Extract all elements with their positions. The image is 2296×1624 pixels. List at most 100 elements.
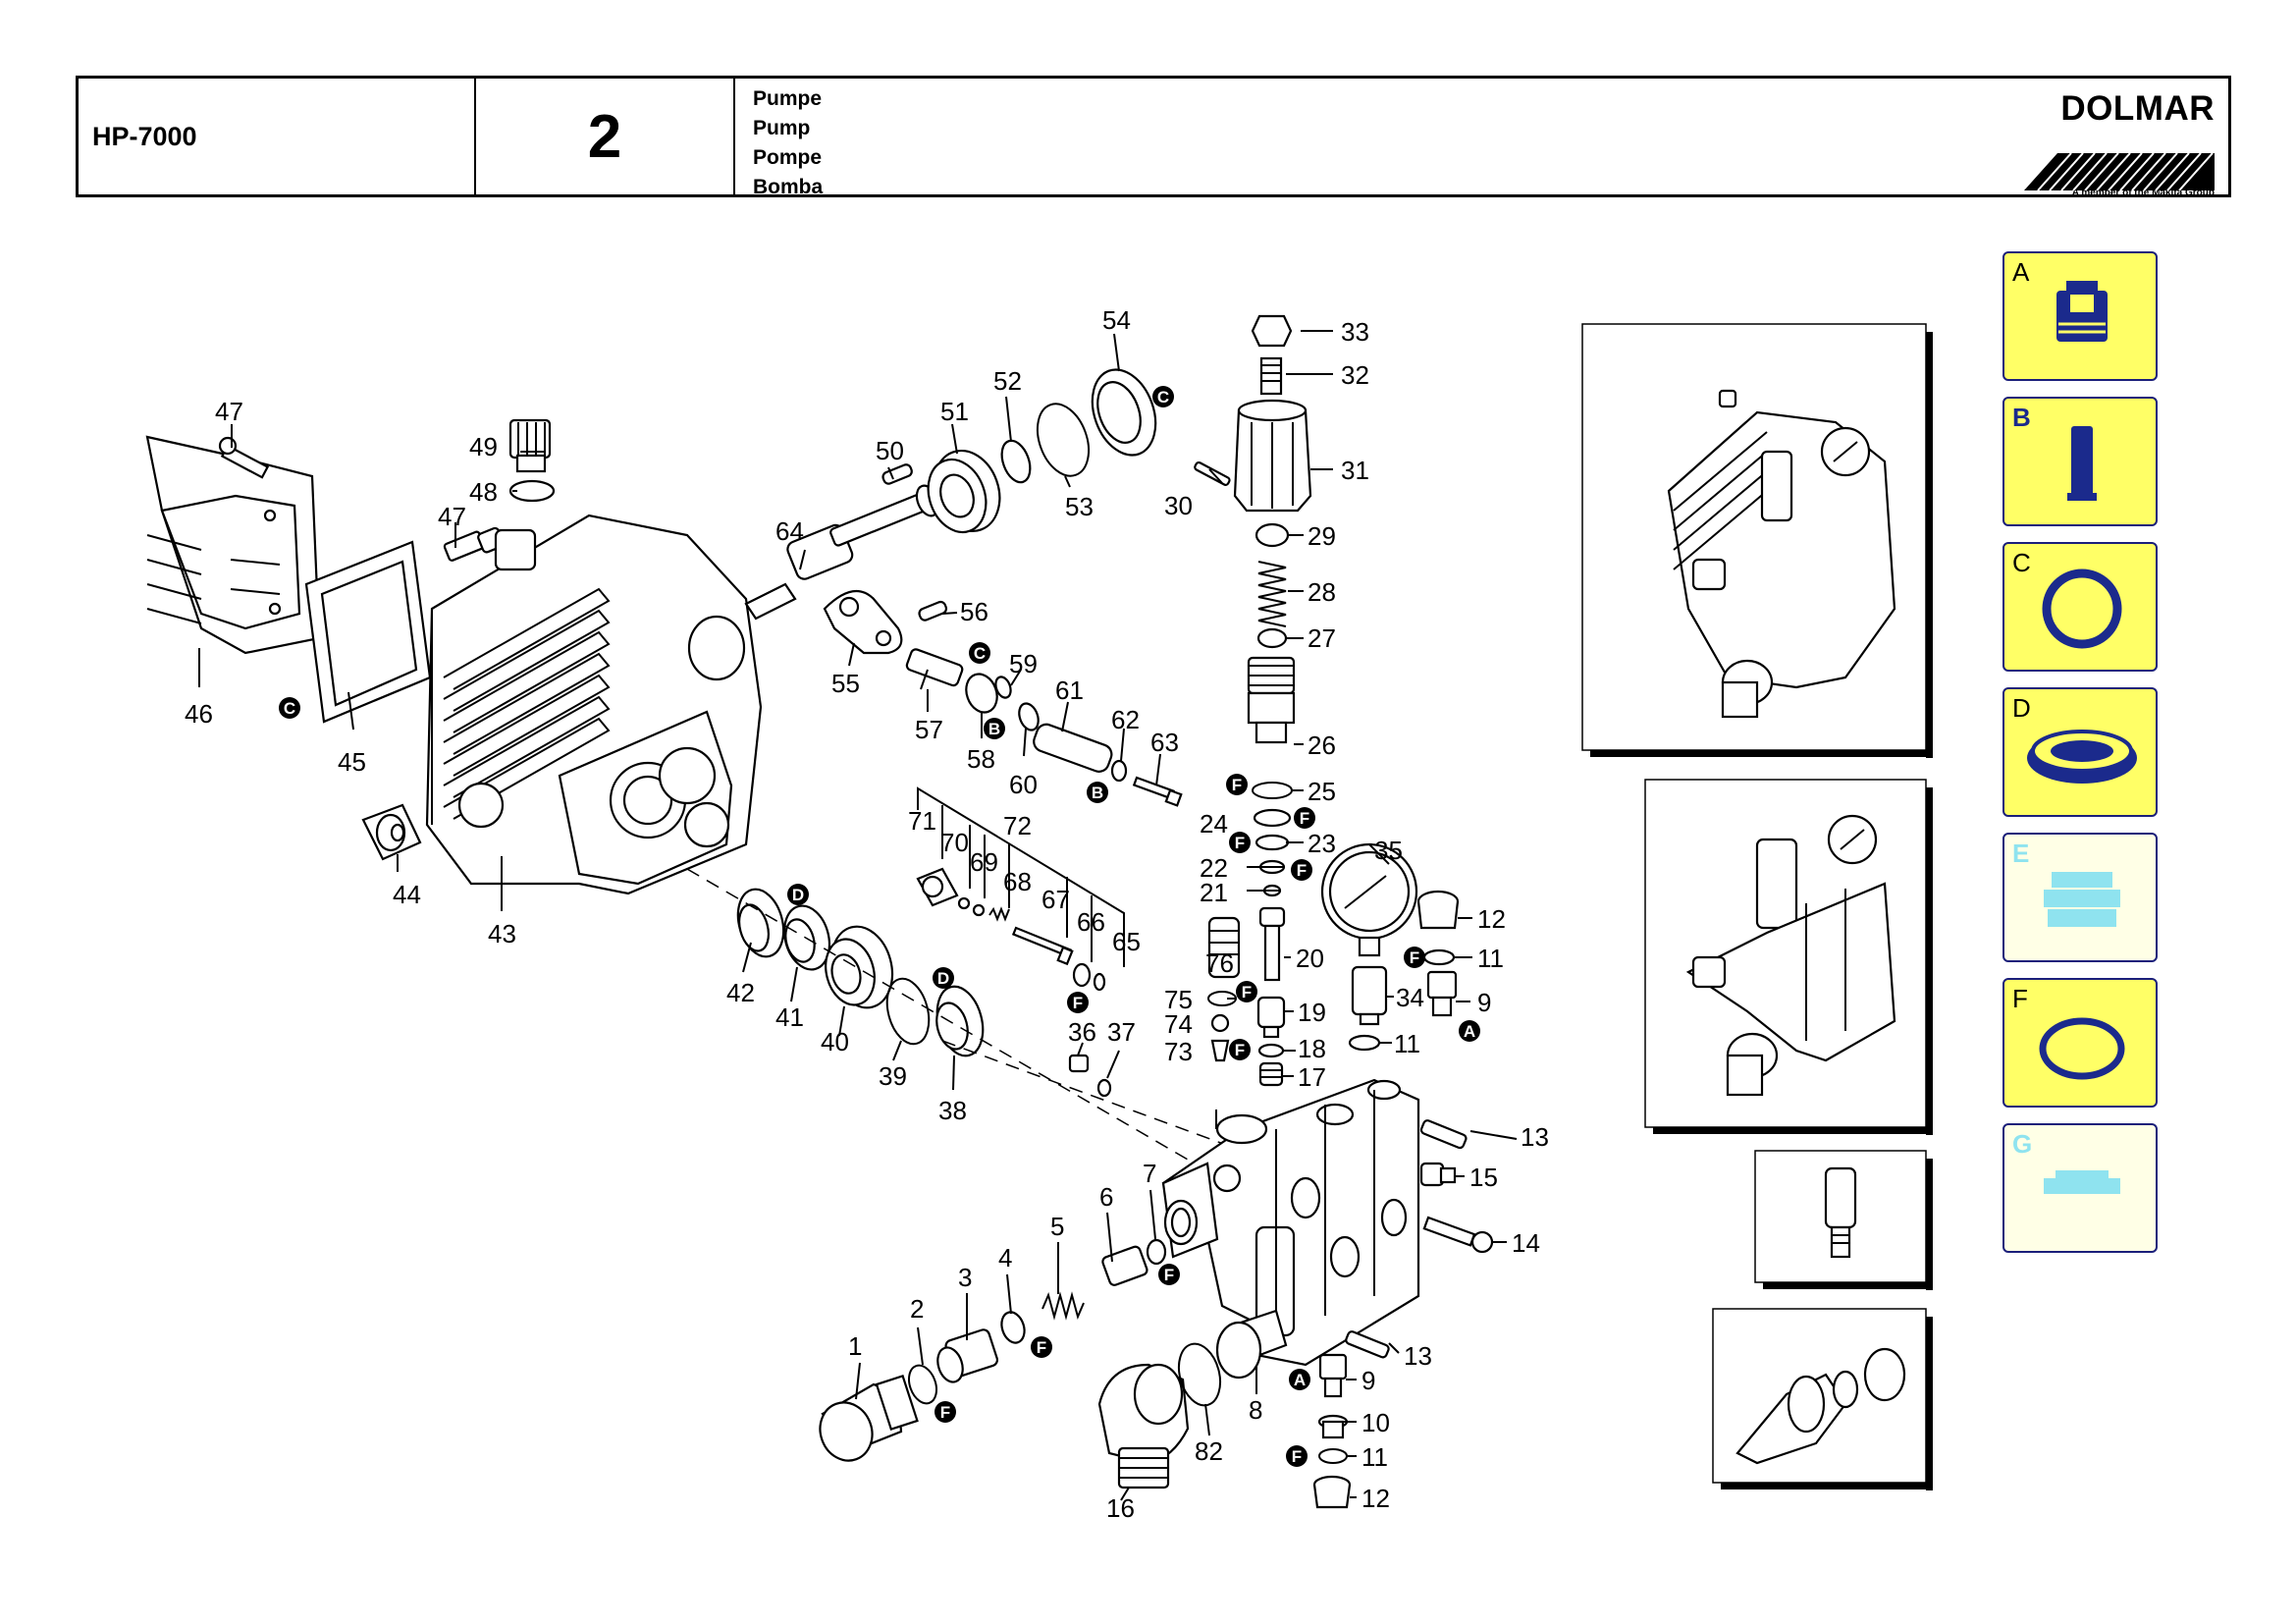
- badge-f-icon: F: [934, 1401, 956, 1423]
- badge-d-icon: D: [787, 884, 809, 905]
- kit-letter-b: B: [2012, 403, 2031, 432]
- label-48: 48: [469, 477, 498, 507]
- label-11a: 11: [1477, 944, 1504, 973]
- svg-text:F: F: [1073, 994, 1083, 1012]
- label-3: 3: [958, 1263, 972, 1292]
- ring-70: [957, 896, 971, 910]
- label-76: 76: [1205, 948, 1234, 978]
- label-73: 73: [1164, 1037, 1193, 1066]
- badge-f-icon: F: [1291, 859, 1312, 881]
- valve-19: [1256, 996, 1286, 1039]
- kit-letter-f: F: [2012, 984, 2028, 1013]
- circlip-53: [1036, 403, 1091, 477]
- label-11c: 11: [1362, 1442, 1388, 1472]
- label-63: 63: [1150, 728, 1179, 757]
- o-ring-4: [1000, 1311, 1026, 1344]
- badge-c-icon: C: [279, 697, 300, 719]
- label-32: 32: [1341, 360, 1369, 390]
- svg-text:F: F: [1300, 809, 1309, 828]
- o-ring-7: [1146, 1238, 1167, 1266]
- label-18: 18: [1298, 1034, 1326, 1063]
- label-74: 74: [1164, 1009, 1193, 1039]
- bracket-13b: [1345, 1330, 1390, 1359]
- plug-15: [1419, 1162, 1457, 1187]
- kit-letter-d: D: [2012, 693, 2031, 723]
- valve-kit-icon: [2056, 281, 2108, 342]
- label-57: 57: [915, 715, 943, 744]
- ring-59: [994, 676, 1012, 699]
- gasket-kit-icon: [2044, 1170, 2120, 1194]
- svg-text:B: B: [1092, 784, 1103, 802]
- ball-74: [1210, 1013, 1230, 1033]
- label-8: 8: [1249, 1395, 1262, 1425]
- title-fr: Pompe: [753, 146, 823, 169]
- plunger-guide-57: [905, 648, 964, 690]
- label-20: 20: [1296, 944, 1324, 973]
- label-47a: 47: [215, 397, 243, 426]
- seat-10: [1317, 1414, 1349, 1439]
- label-68: 68: [1003, 867, 1032, 896]
- inset-80-81: [1712, 1308, 1933, 1490]
- label-52: 52: [993, 366, 1022, 396]
- kit-legend-a: A: [2002, 251, 2158, 381]
- label-46: 46: [185, 699, 213, 729]
- label-62: 62: [1111, 705, 1140, 734]
- svg-text:F: F: [1235, 1041, 1245, 1059]
- label-27: 27: [1308, 623, 1336, 653]
- label-11b: 11: [1394, 1029, 1420, 1058]
- plug-36: [1068, 1054, 1090, 1073]
- kit-badges: C C C B B D D F F F F F F F F F F F F A …: [279, 386, 1480, 1467]
- title-block: HP-7000 2 Pumpe Pump Pompe Bomba DOLMAR: [76, 76, 2231, 198]
- kit-letter-c: C: [2012, 548, 2031, 577]
- svg-text:A: A: [1464, 1022, 1475, 1041]
- oil-seal-54: [1091, 368, 1157, 457]
- label-10: 10: [1362, 1408, 1390, 1437]
- badge-f-icon: F: [1294, 807, 1315, 829]
- valve-body-26: [1247, 656, 1296, 744]
- svg-text:F: F: [1232, 776, 1242, 794]
- axis-line-2: [941, 1040, 1238, 1150]
- label-2: 2: [910, 1294, 924, 1324]
- connecting-rod-55: [823, 589, 903, 655]
- label-66: 66: [1077, 907, 1105, 937]
- label-34: 34: [1396, 983, 1424, 1012]
- badge-f-icon: F: [1404, 947, 1425, 968]
- ring-65: [1093, 972, 1106, 992]
- kit-letter-e: E: [2012, 839, 2030, 868]
- seal-kit-icon: [2027, 730, 2137, 784]
- svg-text:F: F: [1410, 948, 1419, 967]
- knob-31: [1233, 399, 1312, 513]
- label-39: 39: [879, 1061, 907, 1091]
- label-25: 25: [1308, 777, 1336, 806]
- valve-6: [1101, 1245, 1148, 1286]
- kit-legend-g: G: [2002, 1123, 2158, 1253]
- label-42: 42: [726, 978, 755, 1007]
- seal-37: [1096, 1078, 1112, 1098]
- o-ring-23: [1255, 834, 1290, 851]
- label-43: 43: [488, 919, 516, 948]
- label-33: 33: [1341, 317, 1369, 347]
- kit-legend-f: F: [2002, 978, 2158, 1108]
- o-ring-48: [508, 479, 556, 503]
- svg-text:A: A: [1294, 1371, 1306, 1389]
- kit-legend-c: C: [2002, 542, 2158, 672]
- logo-hatch-icon: [2024, 153, 2215, 190]
- label-12b: 12: [1362, 1484, 1390, 1513]
- badge-f-icon: F: [1031, 1336, 1052, 1358]
- bearing-51: [927, 449, 1001, 534]
- o-ring-kit-icon: [2042, 568, 2122, 649]
- label-67: 67: [1041, 885, 1070, 914]
- badge-f-icon: F: [1236, 981, 1257, 1002]
- label-13b: 13: [1404, 1341, 1432, 1371]
- title-en: Pump: [753, 117, 811, 139]
- label-58: 58: [967, 744, 995, 774]
- label-24: 24: [1200, 809, 1228, 839]
- svg-text:F: F: [1242, 983, 1252, 1001]
- o-ring-set-icon: [2039, 1017, 2125, 1080]
- label-54: 54: [1102, 305, 1131, 335]
- nut-33: [1251, 314, 1293, 348]
- kit-legend-b: B: [2002, 397, 2158, 526]
- leader-lines: [198, 330, 1828, 1501]
- svg-text:D: D: [792, 886, 804, 904]
- brand-name: DOLMAR: [2060, 89, 2215, 128]
